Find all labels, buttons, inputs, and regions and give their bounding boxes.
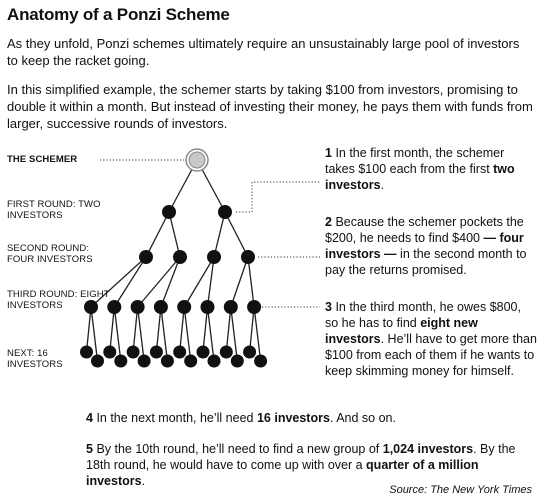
investor-node-round-4 bbox=[196, 345, 210, 359]
investor-node-round-4 bbox=[254, 354, 268, 368]
tree-edge bbox=[206, 306, 215, 362]
label-schemer: THE SCHEMER bbox=[7, 154, 78, 165]
tree-edge bbox=[202, 306, 209, 353]
label-next-round: NEXT: 16 INVESTORS bbox=[7, 348, 63, 370]
step-text: In the next month, he’ll need bbox=[96, 411, 257, 425]
tree-edge bbox=[230, 256, 249, 308]
tree-edge bbox=[179, 306, 185, 353]
schemer-node bbox=[188, 151, 206, 169]
step-4-text: 4 In the next month, he’ll need 16 inves… bbox=[86, 410, 536, 426]
investor-node-round-2 bbox=[207, 250, 221, 264]
tree-edge bbox=[160, 306, 169, 362]
tree-edge bbox=[206, 256, 215, 308]
tree-edge bbox=[145, 211, 170, 258]
step-number: 4 bbox=[86, 411, 93, 425]
tree-edge bbox=[247, 256, 255, 308]
tree-edge bbox=[90, 256, 147, 308]
tree-edge bbox=[85, 306, 92, 353]
investor-node-round-4 bbox=[207, 354, 221, 368]
step-text: . He’ll have to get more than $100 from … bbox=[325, 332, 537, 378]
tree-edge bbox=[230, 306, 238, 362]
step-highlight: 16 investors bbox=[256, 411, 330, 425]
step-2-text: 2 Because the schemer pockets the $200, … bbox=[325, 214, 537, 278]
step-text: In the third month, he owes $800, so he … bbox=[325, 300, 521, 330]
tree-edge bbox=[113, 306, 122, 362]
step-number: 2 bbox=[325, 215, 332, 229]
investor-node-round-4 bbox=[184, 354, 198, 368]
investor-node-round-3 bbox=[84, 300, 98, 314]
source-credit: Source: The New York Times bbox=[389, 484, 532, 496]
step-highlight: 1,024 investors bbox=[382, 442, 474, 456]
step-3-text: 3 In the third month, he owes $800, so h… bbox=[325, 299, 537, 379]
step-number: 5 bbox=[86, 442, 93, 456]
tree-edge bbox=[183, 256, 215, 308]
investor-node-round-4 bbox=[137, 354, 151, 368]
tree-edge bbox=[225, 306, 232, 353]
tree-edge bbox=[113, 256, 147, 308]
investor-node-round-3 bbox=[107, 300, 122, 314]
tree-edge bbox=[160, 256, 181, 308]
investor-node-round-3 bbox=[130, 300, 145, 314]
step-number: 1 bbox=[325, 146, 332, 160]
investor-node-round-4 bbox=[91, 354, 104, 368]
step-text: . bbox=[380, 178, 385, 192]
investor-node-round-4 bbox=[160, 354, 174, 368]
investor-node-round-2 bbox=[173, 250, 187, 264]
tree-edge bbox=[213, 211, 226, 258]
investor-node-round-4 bbox=[219, 345, 233, 359]
tree-edge bbox=[136, 306, 145, 362]
step-text: Because the schemer pockets the $200, he… bbox=[325, 215, 524, 245]
investor-node-round-3 bbox=[223, 300, 238, 314]
tree-edge bbox=[109, 306, 115, 353]
investor-node-round-4 bbox=[103, 345, 117, 359]
investor-node-round-3 bbox=[177, 300, 192, 314]
step-text: in the second month to pay the returns p… bbox=[325, 247, 527, 277]
investor-node-round-3 bbox=[247, 300, 262, 314]
investor-node-round-1 bbox=[218, 205, 232, 219]
tree-edge bbox=[253, 306, 262, 362]
step-text: In the first month, the schemer takes $1… bbox=[325, 146, 505, 176]
tree-edge bbox=[155, 306, 162, 353]
investor-node-round-2 bbox=[139, 250, 153, 264]
investor-node-round-4 bbox=[173, 345, 187, 359]
tree-edge bbox=[168, 211, 181, 258]
intro-paragraph-2: In this simplified example, the schemer … bbox=[7, 82, 533, 131]
tree-edge bbox=[183, 306, 192, 362]
investor-node-round-4 bbox=[126, 345, 140, 359]
investor-node-round-3 bbox=[200, 300, 215, 314]
tree-edge bbox=[248, 306, 255, 353]
investor-node-round-1 bbox=[162, 205, 176, 219]
investor-node-round-3 bbox=[153, 300, 168, 314]
step-highlight: two investors bbox=[325, 162, 515, 192]
investor-node-round-2 bbox=[241, 250, 255, 264]
step-5-text: 5 By the 10th round, he’ll need to find … bbox=[86, 441, 536, 489]
step-number: 3 bbox=[325, 300, 332, 314]
tree-edge bbox=[137, 256, 181, 308]
label-second-round: SECOND ROUND: FOUR INVESTORS bbox=[7, 243, 93, 265]
investor-node-round-4 bbox=[230, 354, 244, 368]
step-text: By the 10th round, he’ll need to find a … bbox=[96, 442, 383, 456]
tree-edge bbox=[224, 211, 249, 258]
step-highlight: quarter of a million investors bbox=[86, 458, 479, 488]
page-title: Anatomy of a Ponzi Scheme bbox=[7, 5, 230, 24]
step-highlight: — four investors — bbox=[325, 231, 524, 261]
investor-node-round-4 bbox=[114, 354, 128, 368]
step-text: . bbox=[141, 474, 146, 488]
step-text: . By the 18th round, he would have to co… bbox=[86, 442, 516, 472]
tree-edge bbox=[90, 306, 99, 362]
tree-edge bbox=[132, 306, 139, 353]
step-text: . And so on. bbox=[329, 411, 396, 425]
label-first-round: FIRST ROUND: TWO INVESTORS bbox=[7, 199, 101, 221]
investor-node-round-4 bbox=[80, 345, 93, 359]
label-third-round: THIRD ROUND: EIGHT INVESTORS bbox=[7, 289, 110, 311]
intro-paragraph-1: As they unfold, Ponzi schemes ultimately… bbox=[7, 36, 520, 68]
investor-node-round-4 bbox=[149, 345, 163, 359]
step-highlight: eight new investors bbox=[325, 316, 478, 346]
step-1-text: 1 In the first month, the schemer takes … bbox=[325, 145, 537, 193]
leader-line-step-1 bbox=[236, 181, 320, 213]
investor-node-round-4 bbox=[243, 345, 257, 359]
